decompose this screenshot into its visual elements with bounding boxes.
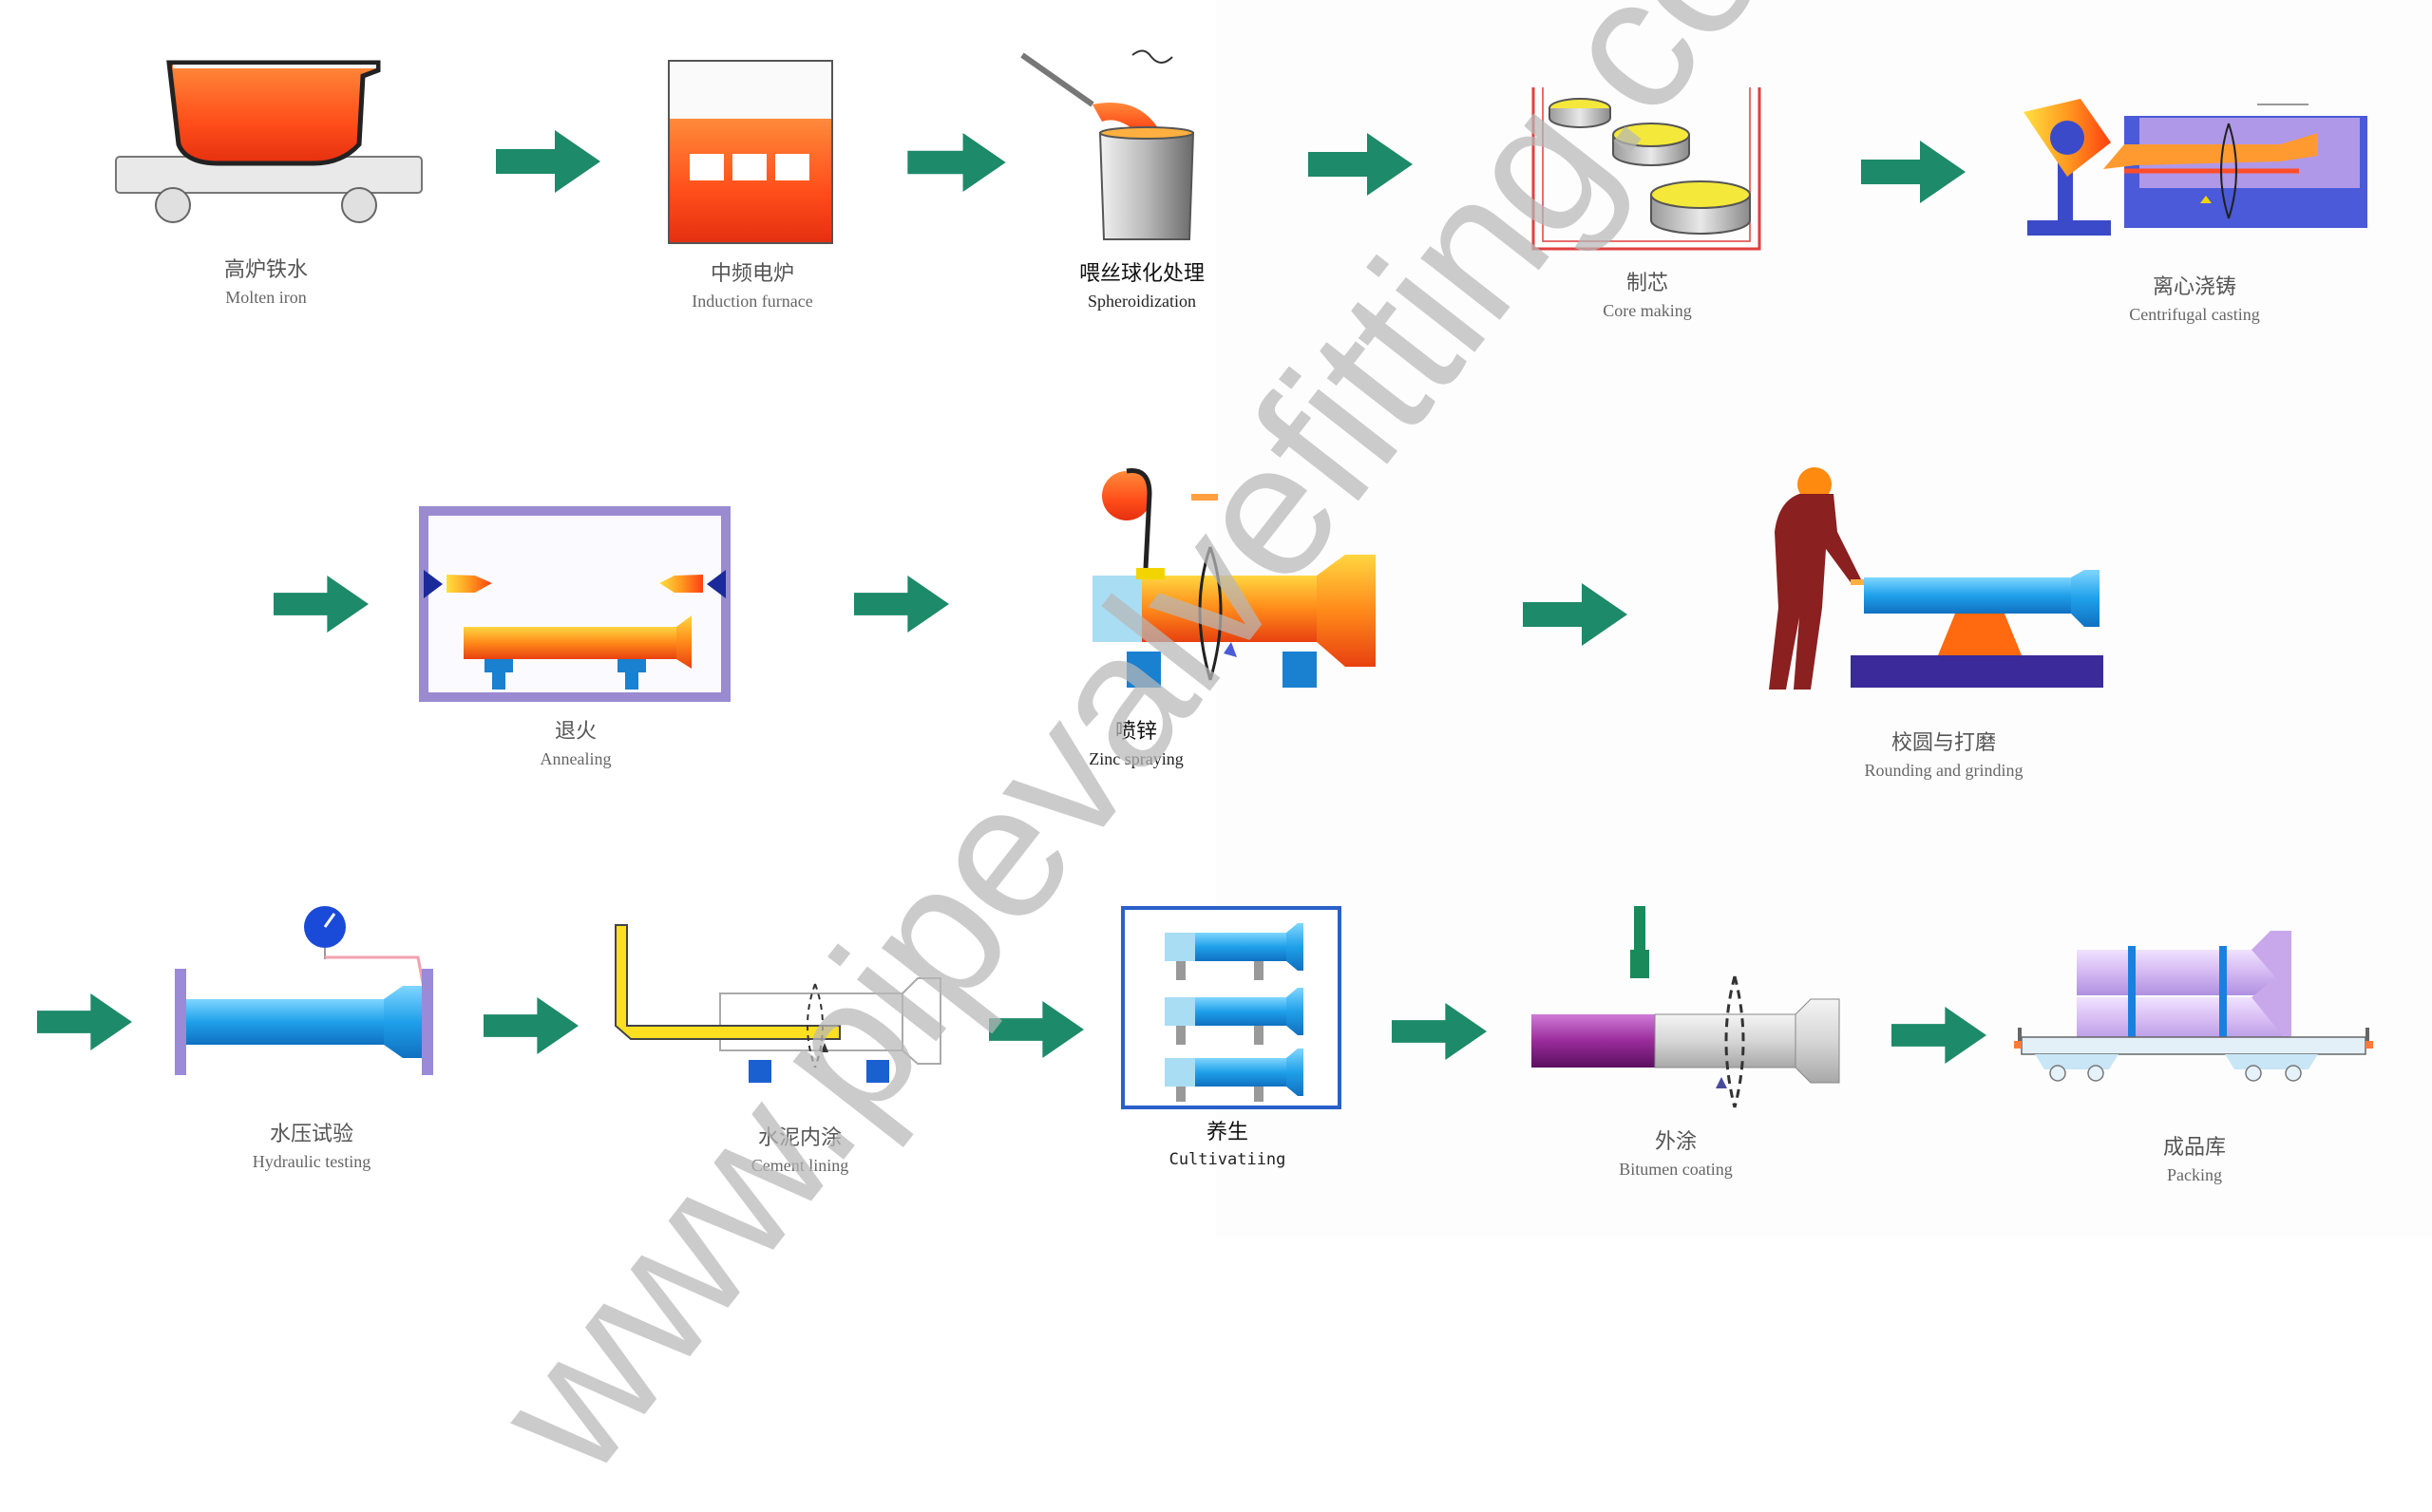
step-label-en: Core making [1603,301,1692,320]
flow-arrow-12 [1891,1007,1986,1064]
induction-furnace-icon [668,60,833,244]
step-label-rounding-grinding: 校圆与打磨 Rounding and grinding [1773,729,2115,783]
hydraulic-testing-icon [175,906,433,1075]
flow-arrow-7 [1523,583,1627,646]
flow-arrow-4 [1861,141,1966,203]
step-label-centrifugal-casting: 离心浇铸 Centrifugal casting [2024,274,2366,327]
spheroidization-icon [1020,49,1195,240]
bitumen-coating-icon [1531,906,1840,1108]
step-label-zh: 制芯 [1625,272,1668,295]
step-label-hydraulic-testing: 水压试验 Hydraulic testing [141,1121,483,1174]
flow-arrow-5 [274,576,369,633]
flow-arrow-8 [37,993,132,1050]
step-label-en: Cement lining [750,1156,849,1175]
step-label-zh: 中频电炉 [710,262,794,286]
rounding-grinding-icon [1769,467,2103,690]
core-making-icon [1531,87,1761,251]
step-label-en: Centrifugal casting [2129,305,2260,324]
step-label-zh: 水泥内涂 [757,1126,842,1150]
step-label-zh: 离心浇铸 [2152,275,2236,299]
flow-arrow-2 [907,133,1006,192]
annealing-icon [419,506,731,702]
step-label-en: Packing [2167,1165,2222,1184]
cement-lining-icon [615,924,941,1083]
molten-iron-ladle-icon [115,60,423,223]
step-label-core-making: 制芯 Core making [1476,270,1818,323]
step-label-annealing: 退火 Annealing [405,718,747,771]
step-label-zh: 喂丝球化处理 [1078,262,1205,286]
step-label-en: Annealing [540,749,612,768]
step-label-zh: 校圆与打磨 [1890,731,1996,755]
step-label-zh: 养生 [1206,1121,1248,1144]
step-label-spheroidization: 喂丝球化处理 Spheroidization [971,260,1313,313]
step-label-zh: 水压试验 [269,1123,353,1146]
flow-arrow-9 [484,997,579,1054]
step-label-molten-iron: 高炉铁水 Molten iron [95,256,437,310]
step-label-en: Zinc spraying [1089,749,1184,768]
step-label-en: Rounding and grinding [1864,761,2024,780]
flow-arrow-11 [1392,1003,1487,1060]
step-label-induction-furnace: 中频电炉 Induction furnace [581,260,923,313]
packing-railcar-icon [2014,931,2373,1082]
step-label-zh: 成品库 [2162,1136,2226,1160]
step-label-packing: 成品库 Packing [2024,1134,2366,1187]
step-label-zh: 喷锌 [1114,720,1157,744]
step-label-zh: 高炉铁水 [223,258,308,282]
step-label-en: Induction furnace [692,292,813,311]
step-label-zinc-spraying: 喷锌 Zinc spraying [965,718,1307,771]
flow-arrow-1 [496,130,600,193]
process-illustrations [37,49,2373,1109]
step-label-zh: 外涂 [1654,1130,1697,1154]
step-label-cement-lining: 水泥内涂 Cement lining [629,1125,971,1178]
flow-arrow-6 [854,576,949,633]
step-label-zh: 退火 [554,720,597,744]
cultivating-rack-icon [1121,906,1341,1109]
centrifugal-casting-icon [2024,99,2367,236]
step-label-bitumen-coating: 外涂 Bitumen coating [1505,1128,1847,1181]
step-label-en: Hydraulic testing [252,1152,371,1171]
step-label-en: Bitumen coating [1619,1160,1733,1179]
step-label-cultivating: 养生 Cultivatiing [1056,1119,1398,1172]
step-label-en: Molten iron [225,288,307,307]
step-label-en: Cultivatiing [1168,1150,1286,1169]
zinc-spraying-icon [1092,468,1376,688]
step-label-en: Spheroidization [1088,292,1196,311]
